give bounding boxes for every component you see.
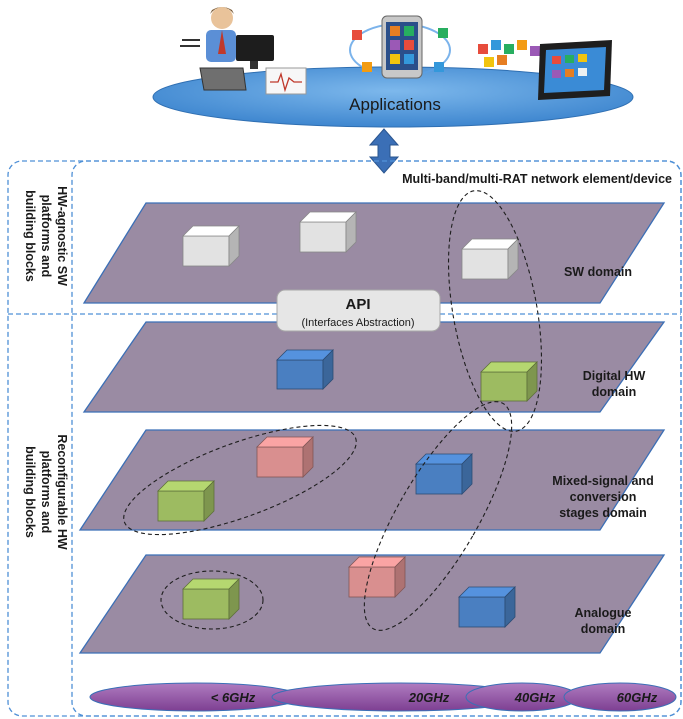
analogue-block: [182, 578, 240, 620]
band-lt6ghz: [89, 682, 301, 712]
sw-side-label-line: building blocks: [23, 190, 37, 282]
mixed-block-front: [415, 463, 463, 495]
mixed-block: [157, 480, 215, 522]
mixed-signal-domain-label-line: conversion: [570, 490, 637, 504]
analogue-domain-label-line: domain: [581, 622, 625, 636]
api-box: API (Interfaces Abstraction): [276, 289, 441, 332]
sw-block: [461, 238, 519, 280]
analogue-block-side: [228, 578, 240, 620]
diagonal-chain-ellipse: [363, 401, 513, 631]
digital-block-side: [322, 349, 334, 390]
band-60ghz: [563, 682, 677, 712]
device-label: Multi-band/multi-RAT network element/dev…: [402, 172, 672, 186]
frequency-bands: < 6GHz 20GHz 40GHz 60GHz: [89, 682, 677, 712]
mixed-block: [415, 453, 473, 495]
tablet-apps-icon: [478, 40, 612, 100]
sw-block: [182, 225, 240, 267]
smartphone-apps-icon: [349, 15, 451, 79]
sw-domain-plane: [82, 202, 666, 304]
sw-block-front: [461, 248, 509, 280]
grouping-ellipses: [123, 190, 543, 631]
digital-block-front: [480, 371, 528, 402]
digital-block-side: [526, 361, 538, 402]
double-arrow-icon: [368, 128, 400, 174]
analogue-block-front: [458, 596, 506, 628]
hw-side-label-line: building blocks: [23, 446, 37, 538]
band-label: 60GHz: [617, 690, 658, 705]
mixed-signal-domain-plane: [78, 429, 666, 531]
digital-hw-domain-label-line: Digital HW: [583, 369, 646, 383]
band-label: 40GHz: [514, 690, 556, 705]
analogue-domain-label-line: Analogue: [575, 606, 632, 620]
mixed-block-side: [203, 480, 215, 522]
digital-block: [480, 361, 538, 402]
sw-side-label-line: HW-agnostic SW: [55, 186, 69, 286]
api-subtitle: (Interfaces Abstraction): [301, 317, 414, 329]
sw-block-front: [299, 221, 347, 253]
digital-hw-domain-label: Digital HW domain: [583, 369, 646, 399]
analogue-block-side: [504, 586, 516, 628]
hw-side-label-line: Reconfigurable HW: [55, 434, 69, 549]
analogue-block-front: [348, 566, 396, 598]
analogue-block-front: [182, 588, 230, 620]
sw-side-label-line: platforms and: [39, 195, 53, 278]
analogue-block-side: [394, 556, 406, 598]
digital-hw-domain-plane: [82, 321, 666, 413]
mixed-pair-ellipse: [123, 424, 357, 536]
mixed-block: [256, 436, 314, 478]
mixed-signal-domain-label-line: Mixed-signal and: [552, 474, 653, 488]
sw-block-side: [507, 238, 519, 280]
sw-block-side: [228, 225, 240, 267]
sw-side-label: HW-agnostic SW platforms and building bl…: [23, 186, 69, 286]
hw-side-label: Reconfigurable HW platforms and building…: [23, 434, 69, 549]
applications-label: Applications: [349, 95, 441, 114]
analogue-single-ellipse: [160, 570, 264, 630]
vertical-chain-ellipse: [447, 190, 543, 432]
digital-block: [276, 349, 334, 390]
mixed-block-front: [157, 490, 205, 522]
mixed-block-side: [461, 453, 473, 495]
building-blocks: [157, 211, 538, 628]
mixed-block-side: [302, 436, 314, 478]
hw-side-label-line: platforms and: [39, 451, 53, 534]
digital-block-front: [276, 359, 324, 390]
mixed-signal-domain-label: Mixed-signal and conversion stages domai…: [552, 474, 653, 520]
band-label: 20GHz: [408, 690, 450, 705]
sw-block-front: [182, 235, 230, 267]
sw-domain-label: SW domain: [564, 265, 632, 279]
mixed-signal-domain-label-line: stages domain: [559, 506, 647, 520]
user-at-computer-icon: [180, 7, 307, 95]
analogue-block: [348, 556, 406, 598]
band-label: < 6GHz: [211, 690, 256, 705]
device-frame: [7, 160, 682, 717]
analogue-block: [458, 586, 516, 628]
mixed-block-front: [256, 446, 304, 478]
sw-block-side: [345, 211, 357, 253]
analogue-domain-label: Analogue domain: [575, 606, 632, 636]
sw-block: [299, 211, 357, 253]
digital-hw-domain-label-line: domain: [592, 385, 636, 399]
api-title: API: [345, 296, 370, 313]
